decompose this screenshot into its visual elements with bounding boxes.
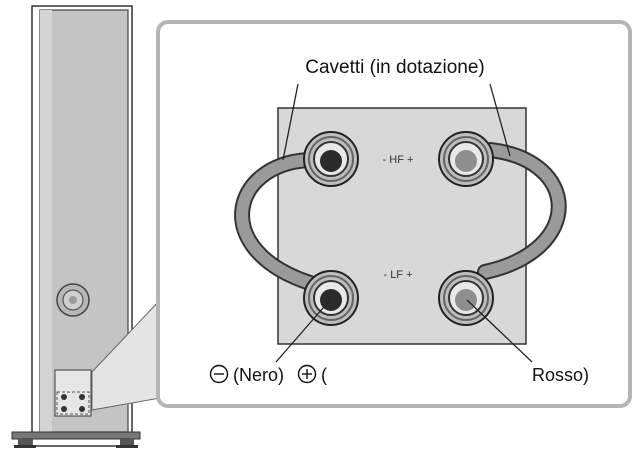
terminal-lf-negative <box>303 270 359 326</box>
speaker-port <box>56 283 90 317</box>
terminal-hf-negative <box>303 131 359 187</box>
terminal-hf-positive <box>438 131 494 187</box>
positive-prefix: ( <box>321 365 327 385</box>
cables-label: Cavetti (in dotazione) <box>305 57 485 78</box>
circled-plus-icon <box>297 364 317 384</box>
leader-lines <box>275 83 533 363</box>
jumper-cable-left <box>234 152 318 291</box>
circled-minus-icon <box>209 364 229 384</box>
speaker-terminal-panel-small <box>54 369 92 417</box>
hf-label: - HF + <box>383 154 414 166</box>
negative-label: (Nero) <box>233 365 284 385</box>
speaker-base <box>11 431 141 448</box>
lf-label: - LF + <box>383 269 412 281</box>
jumper-cable-right <box>477 142 567 280</box>
tower-speaker <box>11 5 141 448</box>
positive-label: Rosso) <box>532 365 589 385</box>
